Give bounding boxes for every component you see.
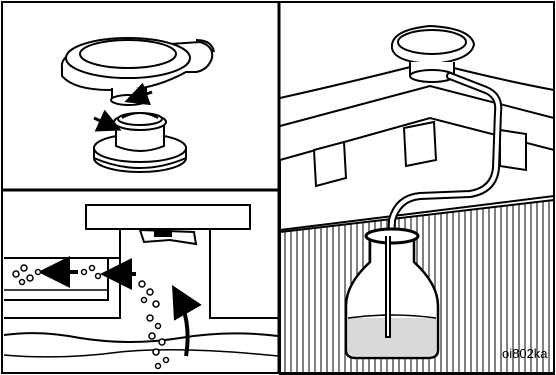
panel-overflow-bottle-test (280, 26, 554, 374)
arrow-neck-seal (94, 118, 116, 128)
tank-opening-2 (404, 122, 436, 166)
bottle-mouth (366, 229, 418, 243)
panel-cap-and-neck (62, 38, 214, 172)
tank-opening-1 (314, 142, 346, 186)
coolant-surface (4, 333, 278, 342)
neck-walls (4, 229, 278, 318)
cap-top-plate (86, 205, 250, 229)
radiator-cap-on-tank (392, 26, 474, 82)
air-bubbles (13, 265, 169, 369)
filler-neck-illustration (94, 113, 186, 172)
arrow-flow-up (176, 292, 188, 356)
bottle-coolant (348, 318, 436, 356)
panel-cap-cross-section (4, 205, 278, 369)
valve-spring (154, 229, 172, 237)
figure-reference-code: oi802ka (502, 346, 548, 362)
radiator-cap-illustration (62, 38, 214, 105)
tank-opening-3 (500, 130, 526, 170)
coolant-surface-2 (4, 350, 278, 357)
